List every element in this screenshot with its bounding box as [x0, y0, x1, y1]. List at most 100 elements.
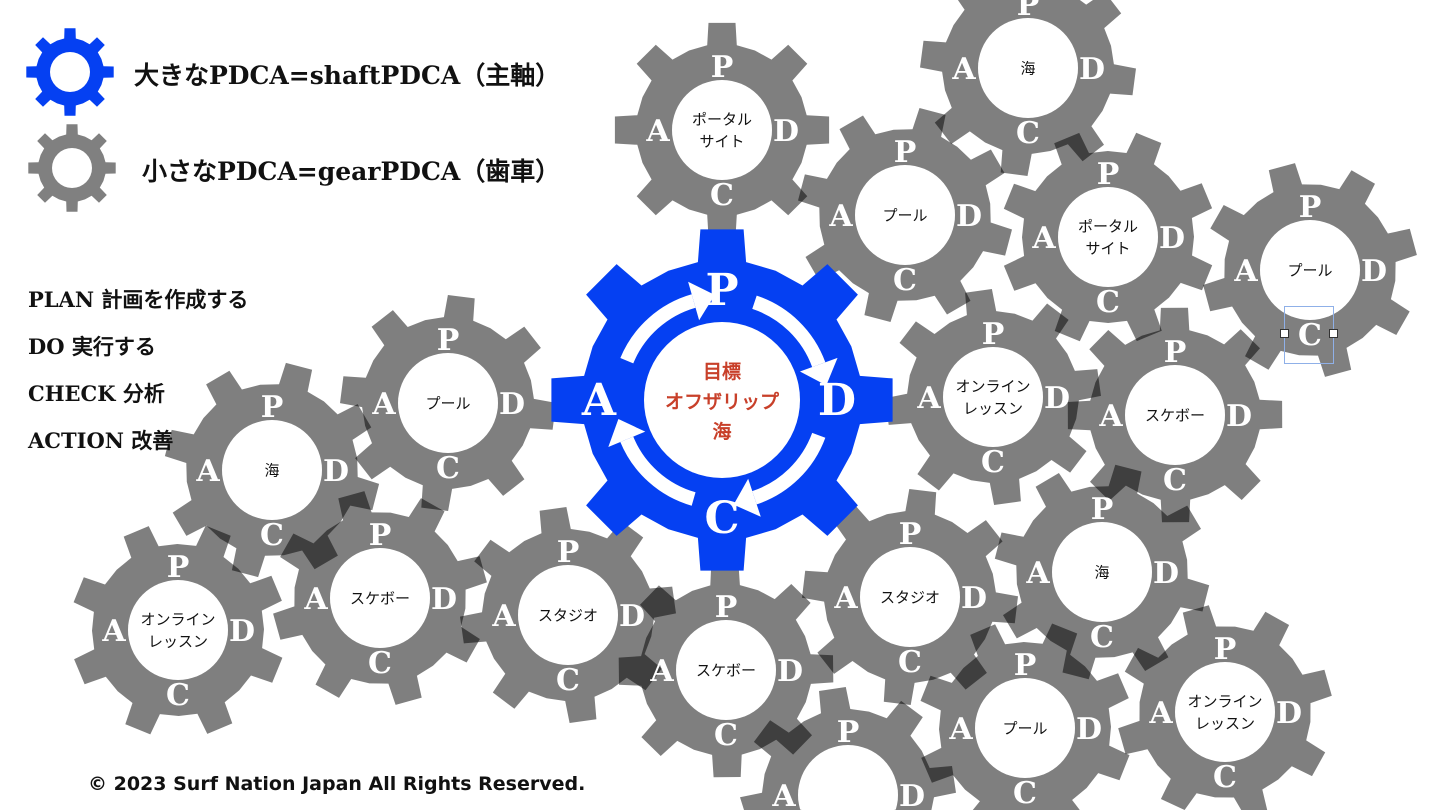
shaft-gear-hole	[644, 322, 800, 478]
letter-p: P	[711, 50, 734, 85]
letter-a: A	[1233, 254, 1258, 289]
shaft-letter-p: P	[705, 265, 738, 316]
letter-c: C	[1096, 285, 1120, 320]
letter-d: D	[431, 582, 457, 617]
letter-a: A	[1098, 399, 1123, 434]
cycle-arrow-icon	[620, 294, 696, 364]
letter-d: D	[777, 654, 803, 689]
gear-label: プール	[882, 206, 927, 224]
letter-c: C	[1016, 116, 1040, 151]
gear-hole	[1175, 662, 1275, 762]
selection-box[interactable]	[1280, 306, 1338, 364]
gear-label: 海	[1020, 59, 1035, 77]
legend-gear-label: 小さなPDCA=gearPDCA（歯車）	[142, 157, 561, 186]
letter-p: P	[837, 715, 860, 750]
letter-d: D	[1153, 556, 1179, 591]
letter-c: C	[1090, 620, 1114, 655]
letter-p: P	[894, 135, 917, 170]
letter-p: P	[261, 390, 284, 425]
step-check: CHECK 分析	[28, 381, 165, 406]
gear-hole	[398, 353, 498, 453]
gear-hole	[676, 620, 776, 720]
cycle-arrow-icon	[620, 436, 696, 506]
letter-p: P	[715, 590, 738, 625]
gear-hole	[798, 745, 898, 810]
letter-c: C	[714, 718, 738, 753]
letter-d: D	[961, 581, 987, 616]
gear-label: プール	[1287, 261, 1332, 279]
gear-hole	[1125, 365, 1225, 465]
letter-c: C	[260, 518, 284, 553]
letter-d: D	[1226, 399, 1252, 434]
letter-a: A	[948, 712, 973, 747]
letter-d: D	[499, 387, 525, 422]
gear-label: レッスン	[1195, 714, 1255, 732]
letter-c: C	[1213, 760, 1237, 795]
arrow-head-icon	[799, 357, 838, 386]
letter-a: A	[645, 114, 670, 149]
gear-hole	[672, 80, 772, 180]
step-action: ACTION 改善	[28, 428, 174, 453]
letter-a: A	[1148, 696, 1173, 731]
step-plan: PLAN 計画を作成する	[28, 287, 249, 312]
goal-text: オフザリップ	[665, 390, 780, 413]
letter-d: D	[1044, 381, 1070, 416]
gear-hole	[978, 18, 1078, 118]
gear-label: スタジオ	[538, 606, 598, 624]
letter-c: C	[981, 445, 1005, 480]
gear-hole	[330, 548, 430, 648]
copyright: © 2023 Surf Nation Japan All Rights Rese…	[88, 773, 586, 795]
shaft-gear-icon-hole	[50, 52, 90, 92]
shaft-letter-c: C	[704, 493, 739, 544]
gear-hole	[855, 165, 955, 265]
letter-a: A	[303, 582, 328, 617]
goal-text: 海	[712, 420, 731, 443]
letter-c: C	[556, 663, 580, 698]
letter-c: C	[368, 646, 392, 681]
cycle-arrow-icon	[752, 295, 826, 368]
gear-hole	[222, 420, 322, 520]
gear-hole	[975, 678, 1075, 778]
letter-a: A	[491, 599, 516, 634]
letter-p: P	[1299, 190, 1322, 225]
gear-label: 海	[1094, 563, 1109, 581]
letter-d: D	[956, 199, 982, 234]
letter-p: P	[1164, 335, 1187, 370]
letter-a: A	[371, 387, 396, 422]
gear-label: サイト	[1085, 239, 1130, 257]
gear-label: ポータル	[1078, 218, 1138, 236]
letter-d: D	[1159, 221, 1185, 256]
gear-label: オンライン	[1187, 693, 1262, 711]
gear-pdca-18: PDA	[740, 687, 956, 810]
letter-a: A	[771, 779, 796, 810]
letter-c: C	[166, 678, 190, 713]
gear-label: プール	[1002, 719, 1047, 737]
step-do: DO 実行する	[28, 334, 156, 359]
shaft-letter-a: A	[581, 375, 617, 426]
letter-d: D	[1276, 696, 1302, 731]
letter-a: A	[101, 614, 126, 649]
gear-hole	[128, 580, 228, 680]
gear-label: オンライン	[140, 611, 215, 629]
letter-p: P	[167, 550, 190, 585]
letter-c: C	[898, 645, 922, 680]
letter-d: D	[773, 114, 799, 149]
gear-label: 海	[264, 461, 279, 479]
pdca-steps: PLAN 計画を作成する DO 実行する CHECK 分析 ACTION 改善	[28, 276, 248, 464]
gear-label: サイト	[699, 132, 744, 150]
gear-label: プール	[425, 394, 470, 412]
letter-c: C	[893, 263, 917, 298]
gear-label: スタジオ	[880, 588, 940, 606]
letter-p: P	[1017, 0, 1040, 23]
gear-hole	[943, 347, 1043, 447]
